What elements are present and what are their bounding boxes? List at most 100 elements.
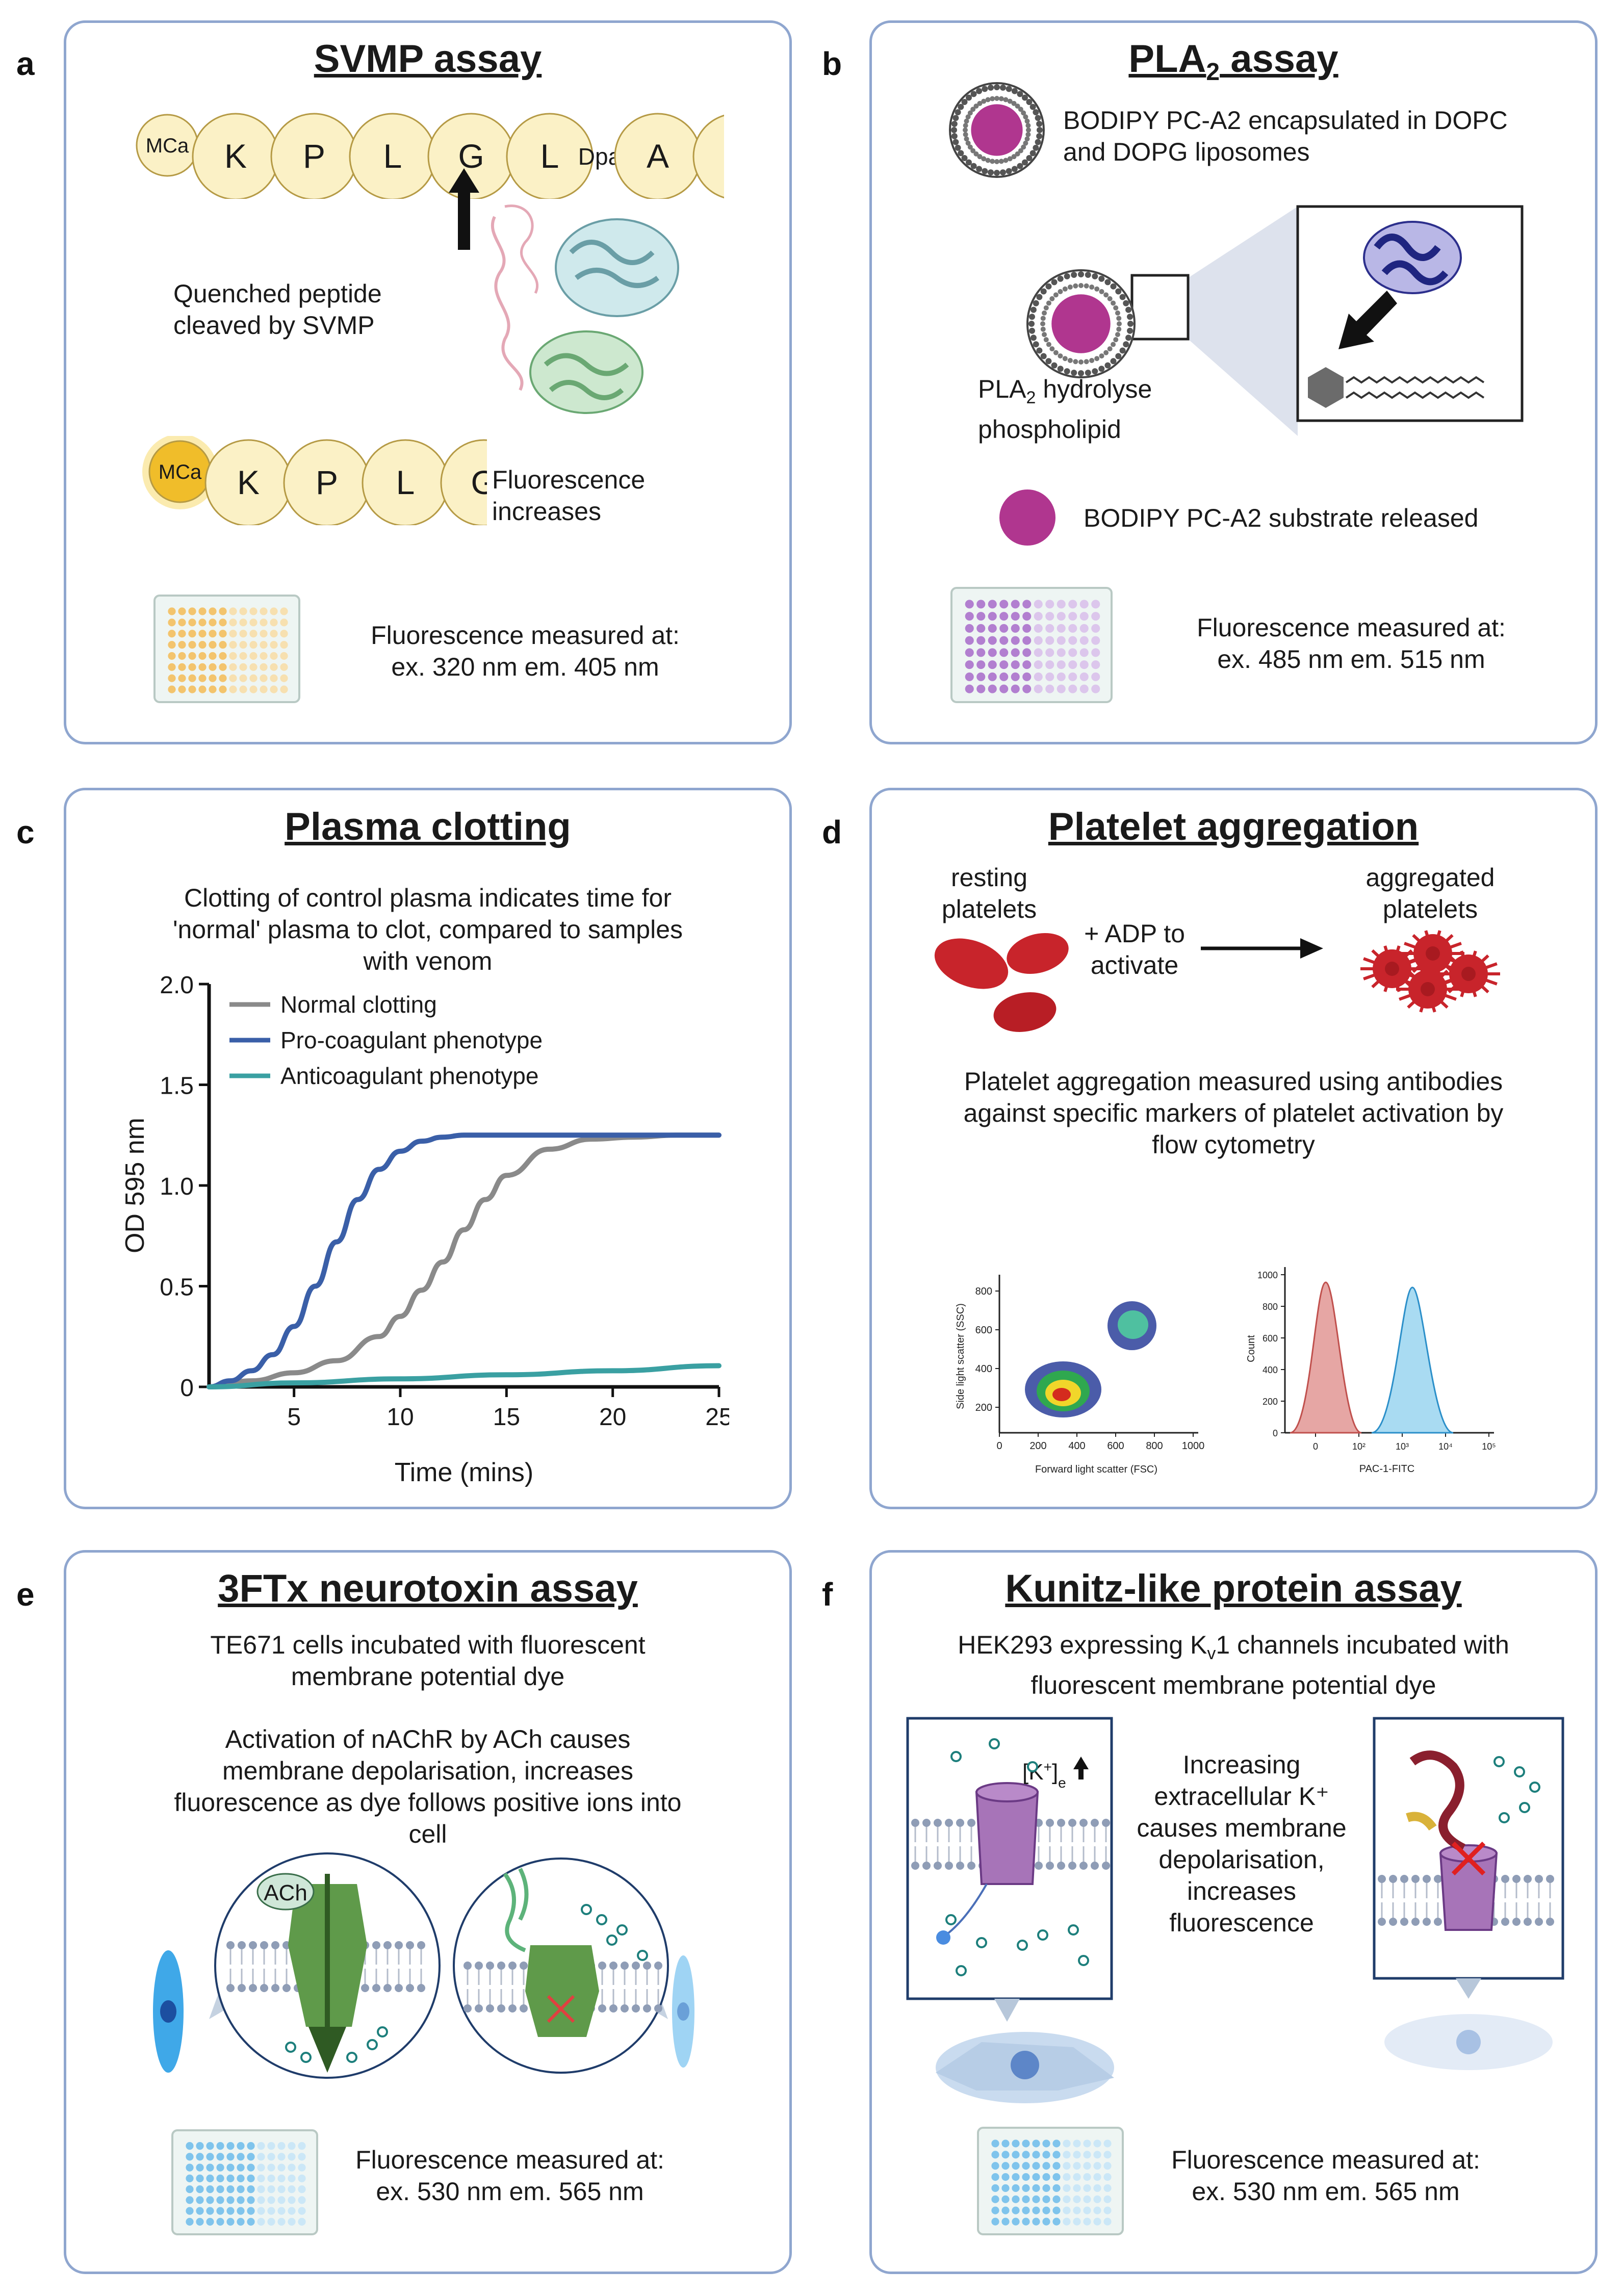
plate-well: [1032, 2139, 1040, 2148]
scatter-xtick: 600: [1107, 1440, 1124, 1452]
plate-well: [976, 624, 986, 633]
plate-well: [216, 2185, 224, 2194]
plate-well: [288, 2142, 296, 2150]
plate-well: [1091, 672, 1100, 681]
plate-well: [965, 648, 974, 657]
plate-well: [1083, 2206, 1091, 2214]
plate-well: [209, 685, 217, 693]
plate-well: [209, 652, 217, 660]
peptide-residue-label: P: [303, 137, 325, 175]
plate-well: [1091, 648, 1100, 657]
plate-well: [277, 2142, 286, 2150]
plate-well: [1032, 2206, 1040, 2214]
plate-well: [239, 607, 247, 615]
plate-well: [216, 2217, 224, 2226]
panel-e-title: 3FTx neurotoxin assay: [218, 1567, 638, 1610]
plate-well: [219, 618, 227, 627]
plate-well: [209, 618, 217, 627]
plate-well: [206, 2185, 214, 2194]
plate-well: [188, 663, 196, 671]
plate-well: [229, 630, 237, 638]
histogram-xtick: 0: [1313, 1441, 1318, 1452]
histogram-xlabel: PAC-1-FITC: [1359, 1463, 1415, 1475]
plate-well: [1045, 672, 1054, 681]
plate-well: [168, 685, 176, 693]
plate-well: [988, 660, 997, 669]
plate-well: [988, 648, 997, 657]
plate-well: [270, 640, 278, 649]
plate-well: [226, 2163, 235, 2172]
pla2-measure-text: Fluorescence measured at: ex. 485 nm em.…: [1197, 613, 1506, 674]
plate-well: [965, 672, 974, 681]
plate-well: [280, 607, 288, 615]
peptide-residue-label: L: [383, 137, 402, 175]
plate-well: [991, 2195, 999, 2203]
plate-well: [196, 2217, 204, 2226]
plate-well: [1032, 2173, 1040, 2181]
plate-well: [1042, 2139, 1050, 2148]
plate-well: [976, 660, 986, 669]
plate-well: [267, 2142, 275, 2150]
plate-well: [999, 612, 1009, 621]
well-plate-orange: [153, 595, 300, 703]
plate-well: [1022, 2139, 1030, 2148]
plate-well: [237, 2153, 245, 2161]
plate-well: [1052, 2139, 1061, 2148]
plate-well: [168, 630, 176, 638]
plate-well: [1022, 624, 1032, 633]
plate-well: [1034, 672, 1043, 681]
plate-well: [976, 648, 986, 657]
plate-well: [280, 674, 288, 682]
plate-well: [209, 630, 217, 638]
plate-well: [277, 2196, 286, 2204]
histogram-ytick: 0: [1273, 1428, 1278, 1438]
panel-label-b: b: [822, 45, 842, 82]
plate-well: [1045, 684, 1054, 693]
chart-ytick-label: 0.5: [160, 1274, 194, 1301]
plate-well: [178, 607, 186, 615]
plate-well: [178, 618, 186, 627]
plate-well: [219, 674, 227, 682]
plate-well: [1091, 636, 1100, 645]
plate-well: [999, 600, 1009, 609]
bodipy-substrate-icon: [999, 489, 1055, 546]
svmp-protein-structure: [491, 204, 679, 414]
plate-well: [196, 2207, 204, 2215]
plate-well: [216, 2153, 224, 2161]
plate-well: [298, 2217, 306, 2226]
plate-well: [1011, 636, 1020, 645]
scatter-ytick: 600: [975, 1325, 992, 1336]
chart-ytick-label: 1.5: [160, 1073, 194, 1100]
scatter-xtick: 800: [1146, 1440, 1163, 1452]
plate-well: [1042, 2195, 1050, 2203]
plate-well: [1063, 2173, 1071, 2181]
chart-ylabel: OD 595 nm: [120, 1118, 150, 1253]
plate-well: [991, 2206, 999, 2214]
plate-well: [1083, 2217, 1091, 2226]
plate-well: [237, 2174, 245, 2182]
histogram-ytick: 600: [1263, 1333, 1278, 1344]
plate-well: [1103, 2173, 1112, 2181]
plate-well: [237, 2217, 245, 2226]
plate-well: [1057, 636, 1066, 645]
panel-a-title: SVMP assay: [314, 37, 542, 81]
plate-well: [988, 684, 997, 693]
quenched-caption: Quenched peptide cleaved by SVMP: [173, 279, 382, 340]
plate-well: [257, 2174, 265, 2182]
plate-well: [1012, 2206, 1020, 2214]
plate-well: [260, 652, 268, 660]
plate-well: [1012, 2217, 1020, 2226]
plate-well: [229, 674, 237, 682]
plate-well: [1057, 612, 1066, 621]
plate-well: [1083, 2173, 1091, 2181]
plate-well: [965, 636, 974, 645]
panel-d-title: Platelet aggregation: [1048, 805, 1419, 848]
legend-label: Pro-coagulant phenotype: [280, 1027, 543, 1053]
plate-well: [247, 2163, 255, 2172]
plate-well: [186, 2217, 194, 2226]
chart-xtick-label: 5: [287, 1404, 301, 1431]
plate-well: [226, 2196, 235, 2204]
panel-plasma-clotting: [64, 788, 792, 1509]
plate-well: [280, 630, 288, 638]
